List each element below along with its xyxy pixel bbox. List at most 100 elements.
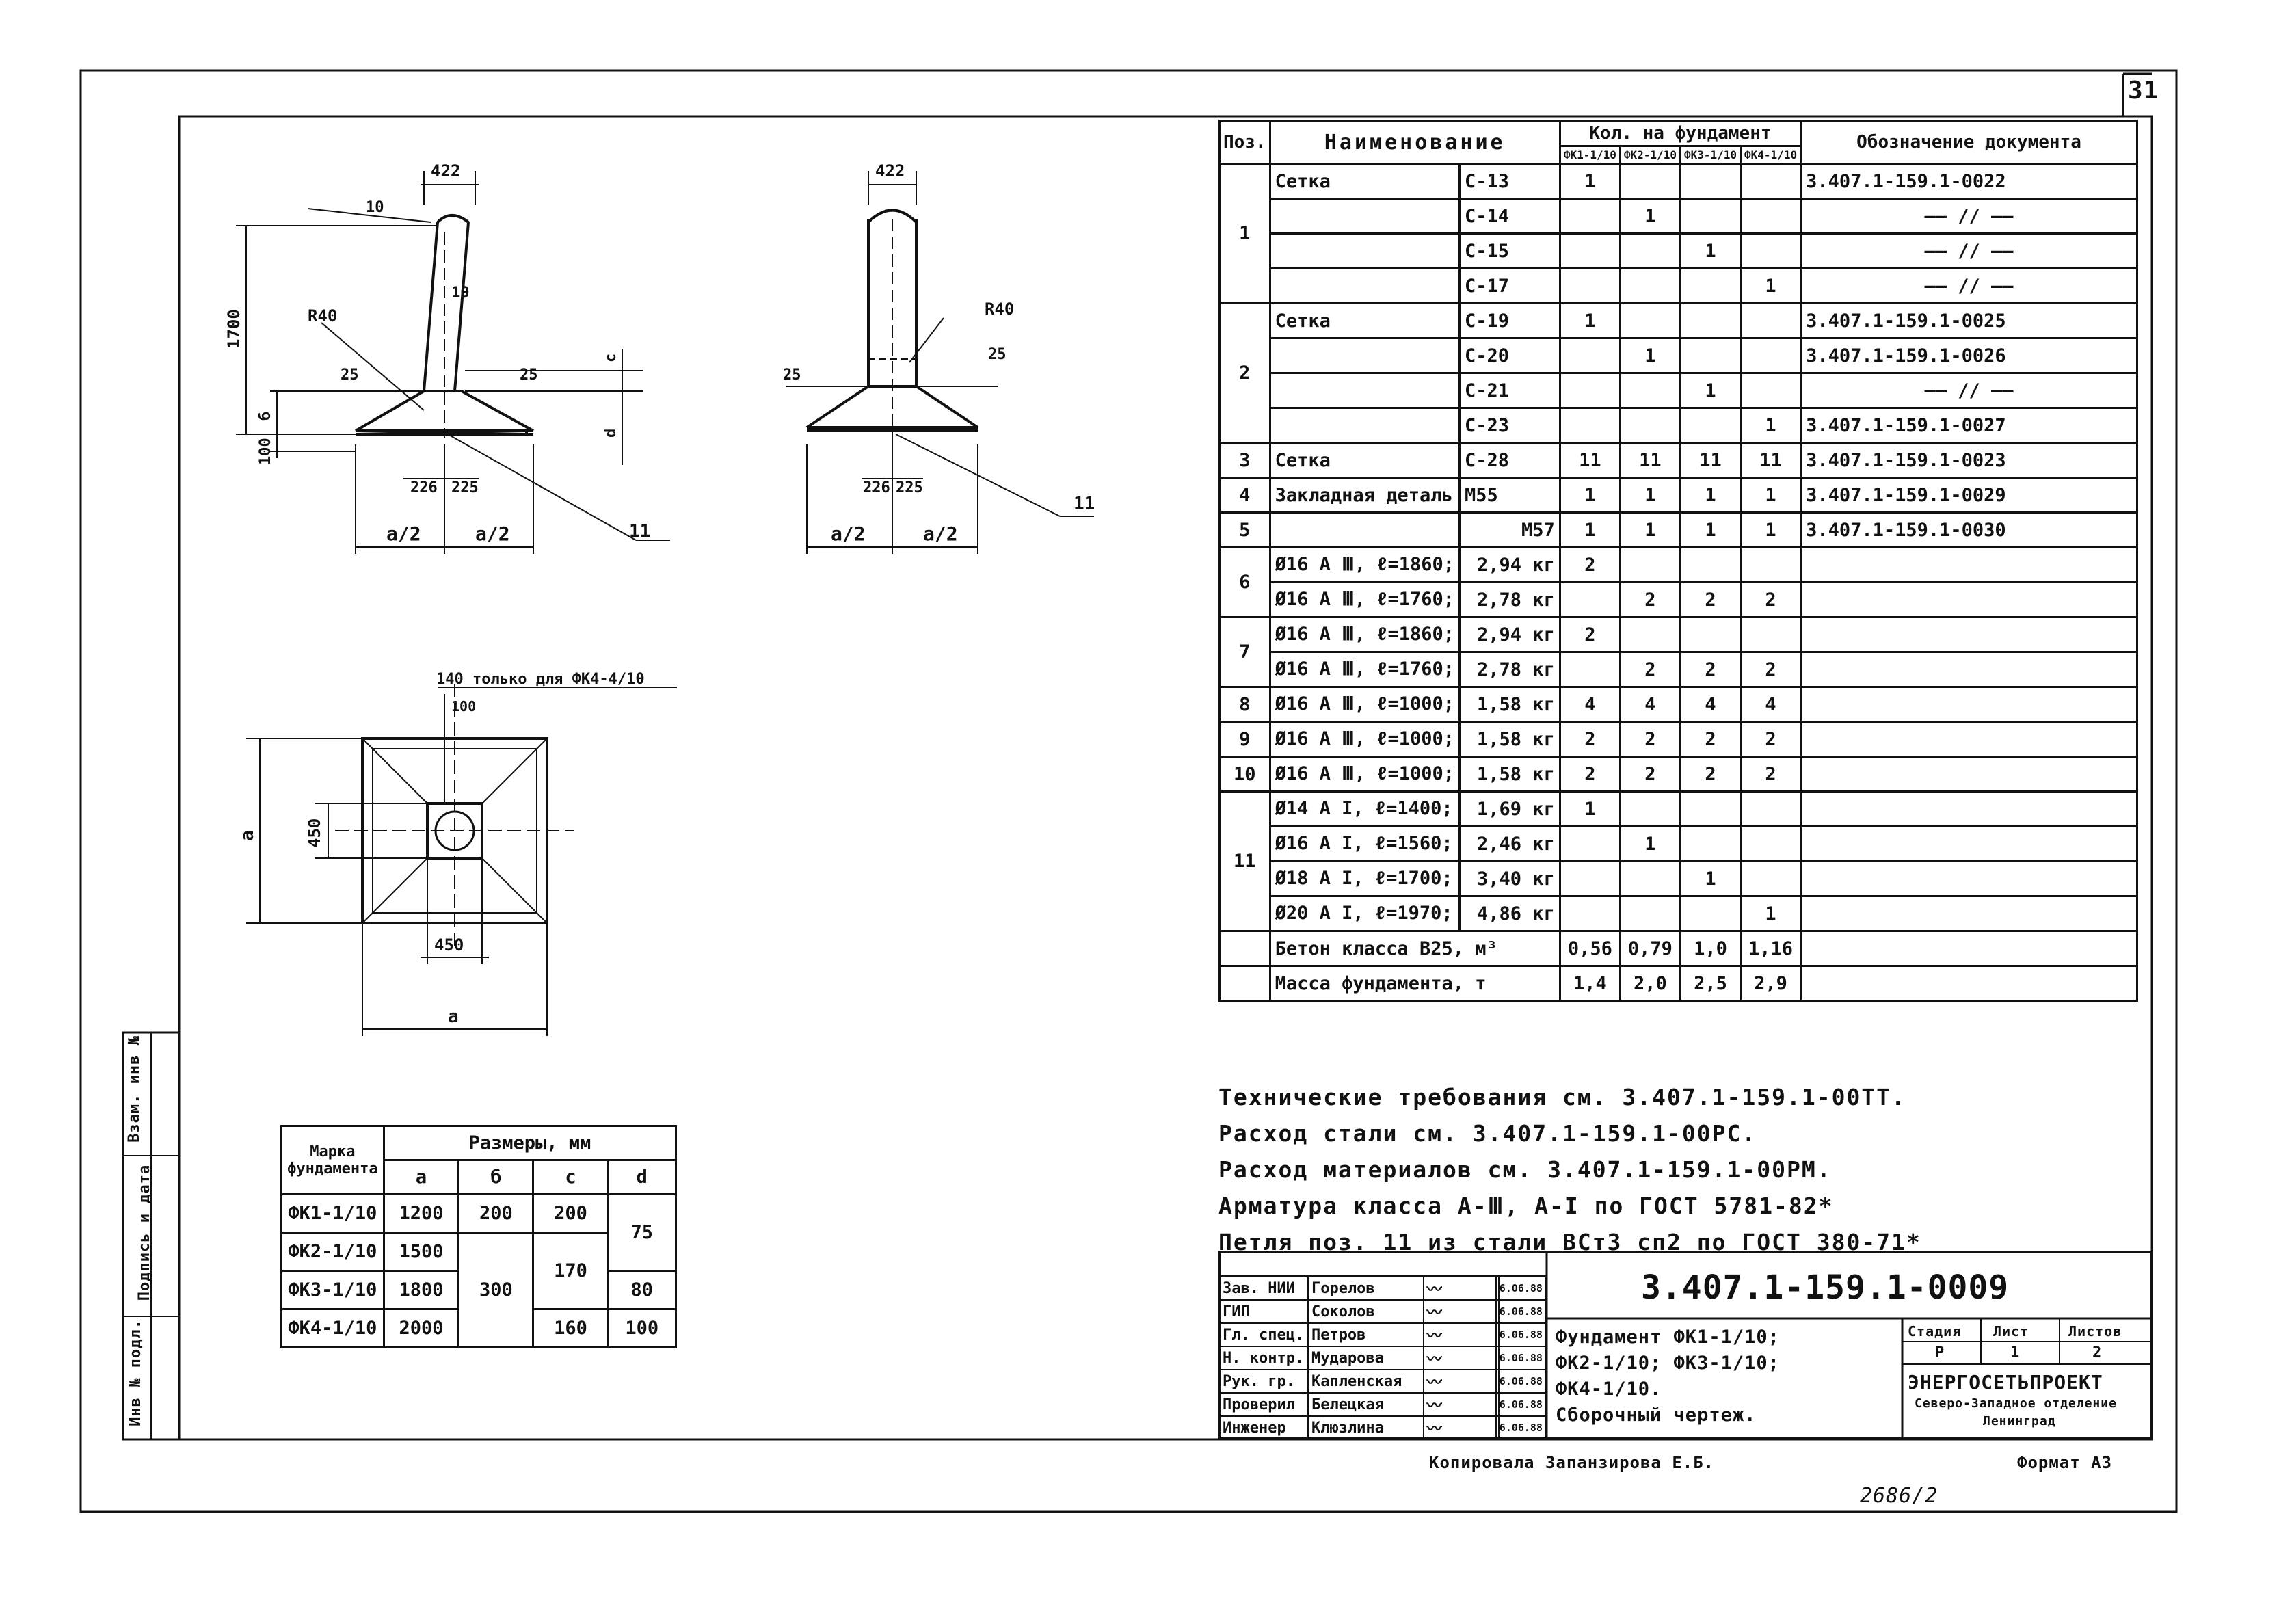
signer-role: Проверил bbox=[1218, 1392, 1309, 1417]
signature: 〰 bbox=[1422, 1392, 1497, 1417]
row-mark: 2,94 кг bbox=[1458, 616, 1561, 653]
front-dim-10-top: 10 bbox=[366, 199, 384, 216]
sizes-a: 1800 bbox=[382, 1270, 460, 1310]
row-pos: 3 bbox=[1218, 442, 1271, 479]
plan-dim-450-h: 450 bbox=[434, 935, 464, 955]
title-doc-code: 3.407.1-159.1-0009 bbox=[1641, 1268, 2010, 1307]
row-doc: —— // —— bbox=[1800, 267, 2138, 304]
qty-cell bbox=[1558, 860, 1621, 897]
qty-cell: 11 bbox=[1740, 442, 1802, 479]
row-name: Бетон класса В25, м³ bbox=[1268, 930, 1561, 967]
row-pos: 5 bbox=[1218, 511, 1271, 548]
qty-cell: 1 bbox=[1740, 407, 1802, 444]
qty-cell: 2 bbox=[1740, 721, 1802, 758]
signature: 〰 bbox=[1422, 1415, 1497, 1440]
row-name: Ø16 А Ⅲ, ℓ=1000; bbox=[1268, 686, 1461, 723]
sizes-c: 170 bbox=[532, 1232, 609, 1310]
side-dim-226: 226 bbox=[863, 479, 890, 496]
qty-cell bbox=[1618, 546, 1681, 583]
qty-cell: 2 bbox=[1618, 756, 1681, 793]
signer-role: Н. контр. bbox=[1218, 1346, 1309, 1370]
row-name: Ø16 А Ⅲ, ℓ=1860; bbox=[1268, 616, 1461, 653]
front-dim-226: 226 bbox=[410, 479, 438, 496]
row-name bbox=[1268, 407, 1461, 444]
qty-cell bbox=[1740, 232, 1802, 269]
row-doc bbox=[1800, 790, 2138, 827]
signer-date: 6.06.88 bbox=[1495, 1322, 1547, 1347]
org-city: Ленинград bbox=[1983, 1414, 2056, 1428]
row-mark: 2,46 кг bbox=[1458, 825, 1561, 862]
front-dim-10-mid: 10 bbox=[451, 284, 470, 302]
qty-cell bbox=[1740, 337, 1802, 374]
qty-cell bbox=[1679, 407, 1742, 444]
row-pos bbox=[1218, 965, 1271, 1002]
qty-cell: 1 bbox=[1740, 267, 1802, 304]
sizes-b: 200 bbox=[457, 1193, 535, 1234]
sizes-mark: ФК4-1/10 bbox=[280, 1308, 385, 1348]
qty-cell: 1 bbox=[1679, 860, 1742, 897]
row-name: Ø16 А I, ℓ=1560; bbox=[1268, 825, 1461, 862]
row-pos: 1 bbox=[1218, 163, 1271, 304]
front-dim-c: с bbox=[602, 354, 619, 362]
row-mark: С-15 bbox=[1458, 232, 1561, 269]
signer-date: 6.06.88 bbox=[1495, 1369, 1547, 1394]
signer-name: Клюзлина bbox=[1307, 1415, 1424, 1440]
side-a-half-left: a/2 bbox=[831, 522, 866, 545]
signature: 〰 bbox=[1422, 1369, 1497, 1394]
org-branch: Северо-Западное отделение bbox=[1915, 1396, 2117, 1411]
qty-cell: 11 bbox=[1679, 442, 1742, 479]
row-doc bbox=[1800, 860, 2138, 897]
qty-cell bbox=[1740, 546, 1802, 583]
format-label: Формат А3 bbox=[2017, 1453, 2113, 1472]
org-name: ЭНЕРГОСЕТЬПРОЕКТ bbox=[1908, 1371, 2103, 1394]
row-doc: 3.407.1-159.1-0022 bbox=[1800, 163, 2138, 200]
qty-cell bbox=[1740, 302, 1802, 339]
qty-cell: 4 bbox=[1679, 686, 1742, 723]
qty-cell: 1 bbox=[1618, 825, 1681, 862]
qty-cell: 1 bbox=[1618, 511, 1681, 548]
row-mark: 2,94 кг bbox=[1458, 546, 1561, 583]
row-mark: 2,78 кг bbox=[1458, 581, 1561, 618]
archive-number: 2686/2 bbox=[1860, 1484, 1938, 1508]
qty-cell bbox=[1740, 790, 1802, 827]
qty-cell bbox=[1618, 232, 1681, 269]
signer-name: Горелов bbox=[1307, 1276, 1424, 1301]
qty-cell: 1 bbox=[1558, 477, 1621, 514]
row-doc: 3.407.1-159.1-0027 bbox=[1800, 407, 2138, 444]
qty-cell bbox=[1679, 302, 1742, 339]
sizes-col-a: a bbox=[382, 1159, 460, 1195]
signer-date: 6.06.88 bbox=[1495, 1415, 1547, 1440]
row-doc bbox=[1800, 581, 2138, 618]
row-name: Сетка bbox=[1268, 163, 1461, 200]
qty-cell: 2 bbox=[1618, 581, 1681, 618]
row-doc bbox=[1800, 686, 2138, 723]
qty-cell: 1 bbox=[1558, 302, 1621, 339]
qty-cell bbox=[1740, 372, 1802, 409]
sizes-mark: ФК1-1/10 bbox=[280, 1193, 385, 1234]
qty-cell bbox=[1740, 825, 1802, 862]
list-item: Рук. гр.Капленская〰6.06.88 bbox=[1218, 1369, 1547, 1394]
qty-cell bbox=[1618, 372, 1681, 409]
row-mark: С-21 bbox=[1458, 372, 1561, 409]
row-name: Масса фундамента, т bbox=[1268, 965, 1561, 1002]
qty-cell bbox=[1679, 825, 1742, 862]
sizes-a: 2000 bbox=[382, 1308, 460, 1348]
qty-cell: 1 bbox=[1618, 198, 1681, 235]
side-dim-25a: 25 bbox=[783, 367, 801, 384]
title-line-3: ФК4-1/10. bbox=[1556, 1379, 1662, 1400]
qty-cell bbox=[1558, 198, 1621, 235]
front-dim-225: 225 bbox=[451, 479, 479, 496]
signature: 〰 bbox=[1422, 1299, 1497, 1324]
